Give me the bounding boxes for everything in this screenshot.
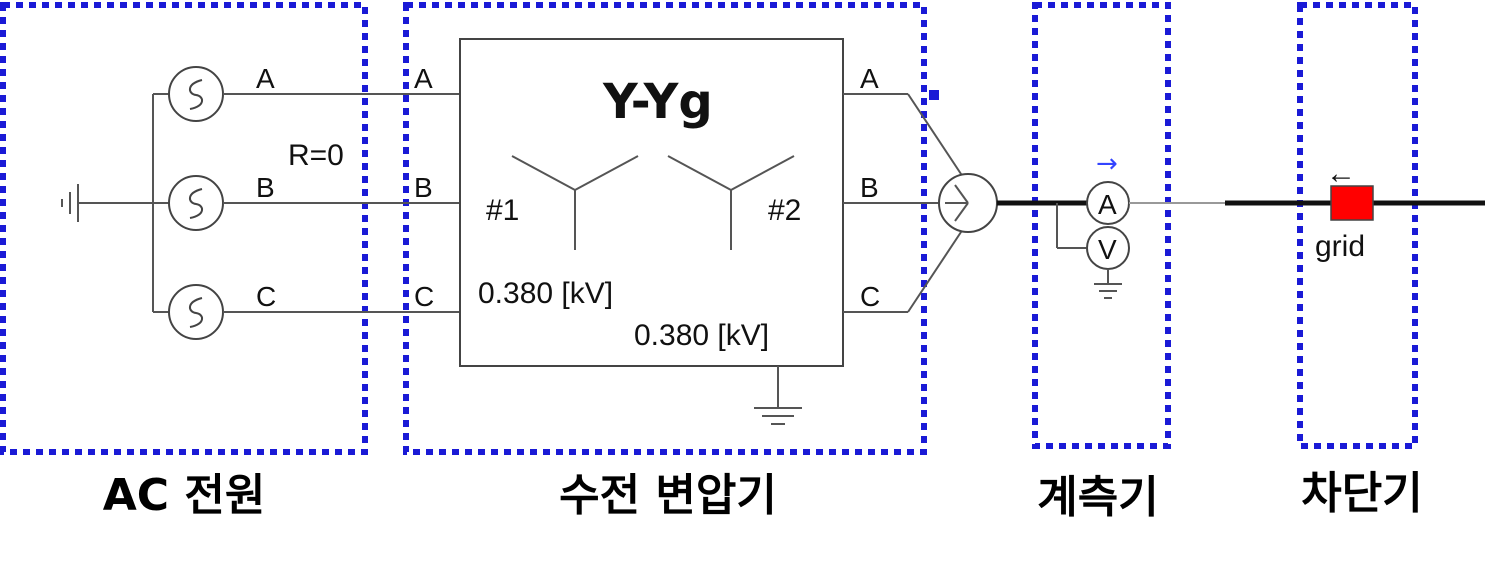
section-title-breaker: 차단기 xyxy=(1301,468,1422,519)
transformer-out-a: A xyxy=(860,63,879,94)
breaker-direction-arrow: ← xyxy=(1326,157,1356,190)
ac-source-b-icon xyxy=(168,175,224,231)
current-direction-arrow-icon: → xyxy=(1096,149,1118,179)
meter-ground-icon xyxy=(1094,269,1122,299)
meter-frame xyxy=(1032,2,1171,449)
source-ground-icon xyxy=(61,184,79,222)
ac-source-a-icon xyxy=(168,66,224,122)
transformer-out-c: C xyxy=(860,281,880,312)
ac-source-frame xyxy=(0,2,368,455)
section-title-ac-source: AC 전원 xyxy=(103,470,266,521)
voltmeter-icon: V xyxy=(1086,226,1130,270)
winding-2-label: #2 xyxy=(768,194,801,227)
transformer-in-a: A xyxy=(414,63,433,94)
source-label-c: C xyxy=(256,281,276,312)
voltmeter-label: V xyxy=(1098,234,1117,265)
phase-bundle-icon xyxy=(938,173,998,233)
source-label-b: B xyxy=(256,172,275,203)
transformer-type: Y-Yg xyxy=(602,74,713,130)
breaker-label: grid xyxy=(1315,230,1365,263)
transformer-ground-icon xyxy=(754,366,802,425)
wye-winding-2-icon xyxy=(667,155,795,250)
transformer-in-c: C xyxy=(414,281,434,312)
connector-node xyxy=(929,90,939,100)
resistance-label: R=0 xyxy=(288,139,344,172)
primary-voltage: 0.380 [kV] xyxy=(478,277,613,310)
transformer-frame xyxy=(403,2,927,455)
section-title-meter: 계측기 xyxy=(1037,472,1158,523)
transformer-in-b: B xyxy=(414,172,433,203)
wye-winding-1-icon xyxy=(511,155,639,250)
secondary-voltage: 0.380 [kV] xyxy=(634,319,769,352)
breaker-frame xyxy=(1297,2,1418,449)
breaker-icon[interactable] xyxy=(1330,185,1374,221)
transformer-out-b: B xyxy=(860,172,879,203)
ammeter-label: A xyxy=(1098,189,1117,220)
ammeter-icon: A xyxy=(1086,181,1130,225)
section-title-transformer: 수전 변압기 xyxy=(559,470,777,521)
ac-source-c-icon xyxy=(168,284,224,340)
winding-1-label: #1 xyxy=(486,194,519,227)
source-label-a: A xyxy=(256,63,275,94)
